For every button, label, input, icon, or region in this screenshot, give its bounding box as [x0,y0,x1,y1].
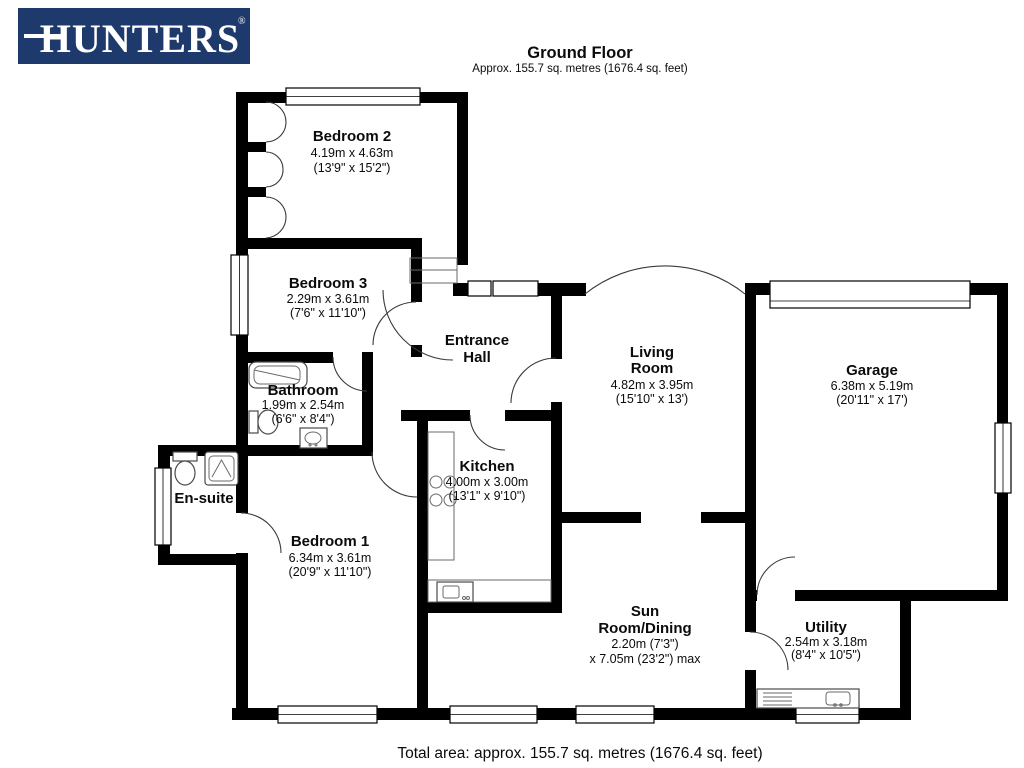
logo-h-swash [24,34,62,38]
garage-window [994,422,1012,494]
bedroom3-door-arc [372,301,417,346]
logo-wordmark: HUNTERS [40,16,240,61]
hunters-logo: HUNTERS ® [18,8,250,64]
bathroom-basin-icon [299,427,328,449]
bath-icon [248,361,308,389]
ensuite-door-arc [240,512,282,554]
sunroom-window-right [575,705,655,724]
svg-text:(20'9" x 11'10"): (20'9" x 11'10") [289,565,372,579]
bedroom2-window [285,87,421,106]
svg-text:(15'10" x 13'): (15'10" x 13') [616,392,688,406]
entrance-hall-label: Entrance Hall [445,332,509,366]
door-arcs [240,101,796,671]
svg-text:En-suite: En-suite [174,490,233,507]
bathroom-label: Bathroom 1.99m x 2.54m (6'6" x 8'4") [262,382,345,426]
bedroom1-door-arc [371,451,418,498]
svg-text:Utility: Utility [805,619,847,636]
living-room-label: Living Room 4.82m x 3.95m (15'10" x 13') [611,344,694,406]
ensuite-shower-icon [204,451,239,486]
kitchen-sink-icon [427,579,552,603]
svg-text:Entrance: Entrance [445,332,509,349]
svg-text:Bathroom: Bathroom [268,382,339,399]
bathroom-door-arc [332,356,368,392]
logo-registered-mark: ® [238,16,246,27]
svg-text:Hall: Hall [463,349,491,366]
svg-text:(13'1" x 9'10"): (13'1" x 9'10") [449,489,526,503]
svg-text:Room: Room [631,360,674,377]
room-labels: Bedroom 2 4.19m x 4.63m (13'9" x 15'2") … [174,128,913,666]
garage-door [769,280,971,309]
svg-text:(7'6" x 11'10"): (7'6" x 11'10") [290,306,366,320]
bathroom-toilet-icon [248,409,279,435]
plan-subtitle: Approx. 155.7 sq. metres (1676.4 sq. fee… [472,63,688,75]
ensuite-window [154,467,172,546]
kitchen-door-arc [469,414,506,451]
svg-text:(8'4" x 10'5"): (8'4" x 10'5") [791,648,861,662]
bedroom3-window [230,254,249,336]
svg-text:2.54m x 3.18m: 2.54m x 3.18m [785,635,868,649]
svg-text:Living: Living [630,344,674,361]
bedroom1-label: Bedroom 1 6.34m x 3.61m (20'9" x 11'10") [289,533,372,579]
bedroom2-label: Bedroom 2 4.19m x 4.63m (13'9" x 15'2") [311,128,394,175]
kitchen-hob-icon [429,475,457,507]
svg-text:Kitchen: Kitchen [459,458,514,475]
ensuite-label: En-suite [174,490,233,507]
svg-text:(13'9" x 15'2"): (13'9" x 15'2") [314,161,391,175]
living-room-door-arc [510,357,557,404]
sun-room-label: Sun Room/Dining 2.20m (7'3") x 7.05m (23… [589,603,701,666]
front-door-arc [382,289,454,361]
svg-text:4.82m x 3.95m: 4.82m x 3.95m [611,378,694,392]
svg-text:4.00m x 3.00m: 4.00m x 3.00m [446,475,529,489]
sunroom-utility-door-arc [749,631,789,671]
svg-text:Room/Dining: Room/Dining [598,620,691,637]
svg-text:2.29m x 3.61m: 2.29m x 3.61m [287,292,370,306]
fixtures [172,257,860,709]
sunroom-window-left [449,705,538,724]
svg-text:4.19m x 4.63m: 4.19m x 4.63m [311,146,394,160]
svg-text:6.38m x 5.19m: 6.38m x 5.19m [831,379,914,393]
svg-text:Bedroom 1: Bedroom 1 [291,533,369,550]
svg-text:2.20m (7'3"): 2.20m (7'3") [611,637,678,651]
hall-sidelight-windows [467,280,539,297]
windows [154,87,1012,724]
living-room-arch-arc [584,265,746,295]
total-area-text: Total area: approx. 155.7 sq. metres (16… [397,745,762,762]
svg-text:Sun: Sun [631,603,659,620]
svg-text:(20'11" x 17'): (20'11" x 17') [836,393,908,407]
kitchen-label: Kitchen 4.00m x 3.00m (13'1" x 9'10") [446,458,529,503]
utility-label: Utility 2.54m x 3.18m (8'4" x 10'5") [785,619,868,662]
porch-step [409,257,458,284]
bedroom3-label: Bedroom 3 2.29m x 3.61m (7'6" x 11'10") [287,275,370,320]
garage-label: Garage 6.38m x 5.19m (20'11" x 17') [831,362,914,407]
walls [158,92,1008,720]
svg-text:x 7.05m (23'2") max: x 7.05m (23'2") max [589,652,701,666]
svg-text:1.99m x 2.54m: 1.99m x 2.54m [262,398,345,412]
svg-text:Garage: Garage [846,362,898,379]
ensuite-toilet-icon [172,451,198,486]
bedroom1-window [277,705,378,724]
plan-title: Ground Floor [527,44,633,62]
utility-sink-icon [756,688,860,709]
garage-utility-door-arc [756,556,796,596]
svg-text:Bedroom 3: Bedroom 3 [289,275,367,292]
svg-text:(6'6" x 8'4"): (6'6" x 8'4") [272,412,335,426]
svg-text:6.34m x 3.61m: 6.34m x 3.61m [289,551,372,565]
svg-text:Bedroom 2: Bedroom 2 [313,128,391,145]
wardrobe-bifold-doors [265,101,287,239]
